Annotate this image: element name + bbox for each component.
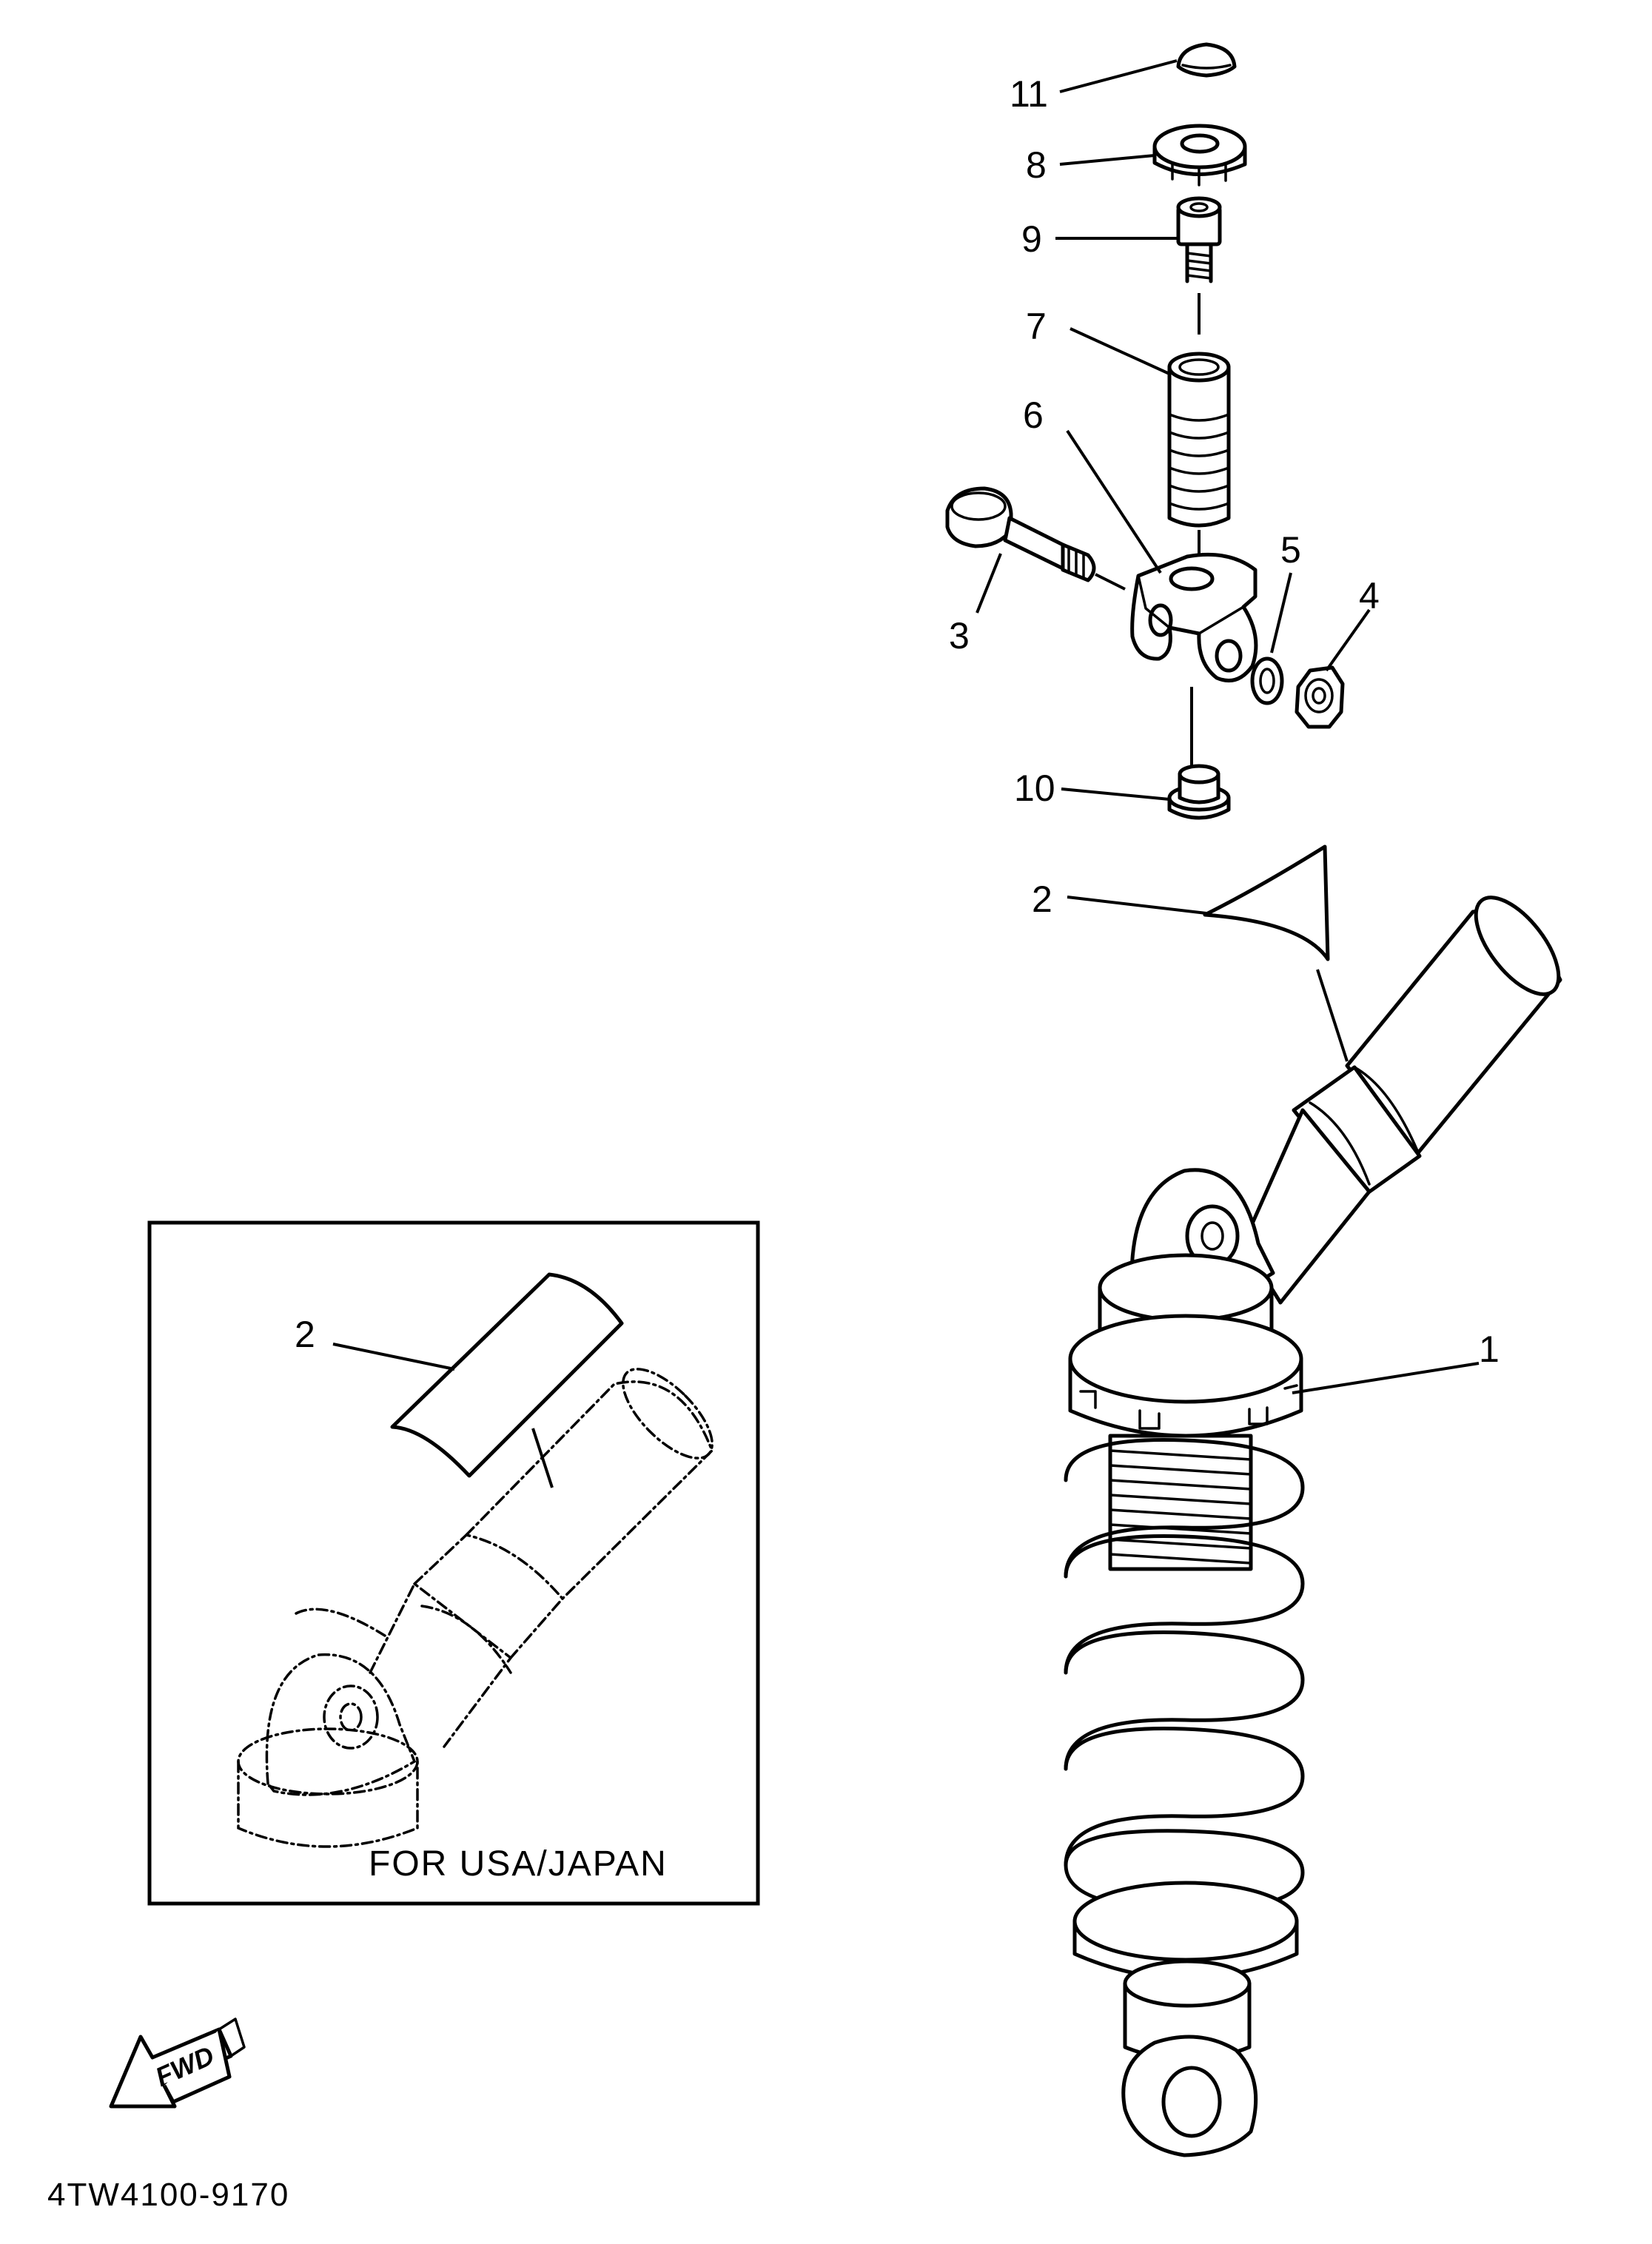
callout-10: 10 (1014, 767, 1055, 809)
axis-line-3-6 (1095, 573, 1126, 591)
leader-7 (1070, 327, 1172, 376)
diagram-code: 4TW4100-9170 (47, 2177, 289, 2213)
callout-11: 11 (1010, 73, 1048, 115)
part-7-bumper (1167, 352, 1231, 528)
leader-6 (1066, 429, 1162, 574)
leader-3 (976, 553, 1002, 614)
inset-caption: FOR USA/JAPAN (369, 1844, 668, 1884)
inset-shock-outline (237, 1368, 714, 1848)
callout-7: 7 (1026, 306, 1047, 347)
part-4-nut (1295, 665, 1345, 729)
leader-5 (1270, 572, 1292, 654)
part-3-bolt (945, 486, 1096, 582)
part-2-label-sticker (1203, 844, 1330, 961)
inset-label-sticker (390, 1272, 624, 1478)
leader-11 (1059, 59, 1178, 93)
leader-2-inset (332, 1343, 455, 1371)
callout-4: 4 (1359, 575, 1380, 617)
callout-9: 9 (1021, 218, 1042, 260)
callout-5: 5 (1280, 529, 1301, 571)
leader-4 (1325, 608, 1371, 672)
leader-8 (1059, 154, 1155, 166)
part-1-rear-shock-absorber (1064, 896, 1562, 2157)
callout-3: 3 (949, 615, 970, 656)
part-5-washer (1250, 656, 1284, 705)
callout-2-inset: 2 (295, 1314, 315, 1355)
callout-2-main: 2 (1032, 879, 1052, 920)
callout-6: 6 (1023, 394, 1044, 436)
leader-2-main (1067, 896, 1207, 915)
inset-usa-japan: 2 FOR USA/JAPAN (147, 1220, 760, 1906)
callout-1: 1 (1479, 1328, 1500, 1370)
part-8-washer (1152, 124, 1247, 187)
part-6-bracket (1130, 552, 1258, 682)
callout-8: 8 (1026, 144, 1047, 186)
part-10-collar (1167, 764, 1231, 820)
leader-10 (1061, 787, 1170, 801)
part-9-bolt (1176, 196, 1222, 283)
part-11-cap (1176, 42, 1237, 78)
inset-frame (147, 1220, 760, 1906)
fwd-direction-arrow: FWD (109, 2018, 246, 2109)
axis-line-2-shock (1316, 969, 1349, 1062)
leader-1 (1292, 1362, 1480, 1394)
